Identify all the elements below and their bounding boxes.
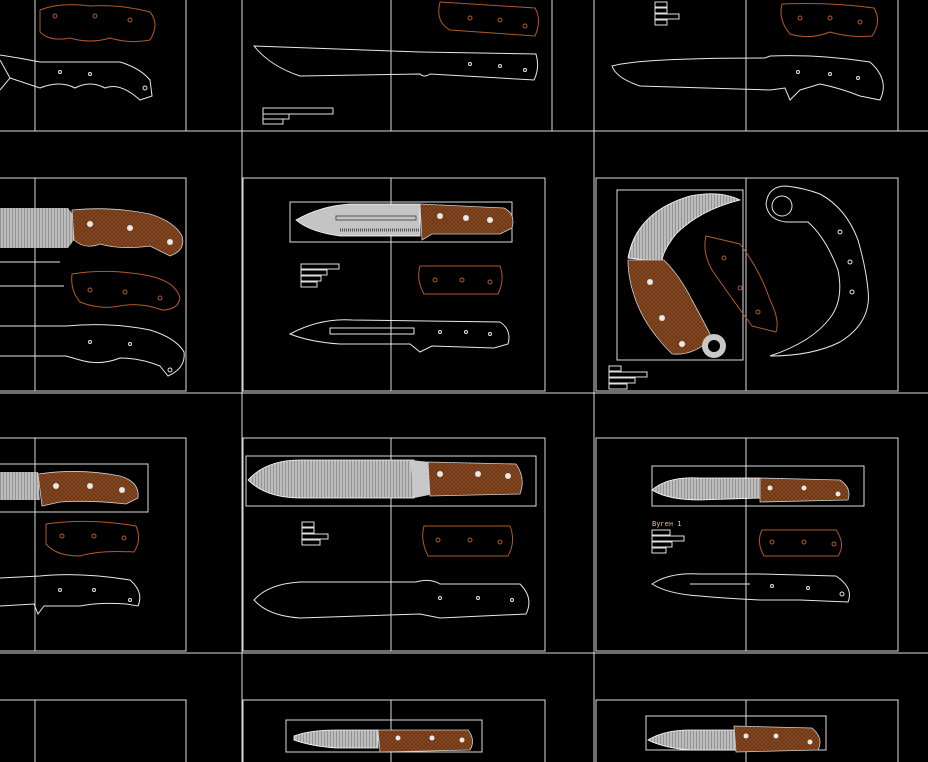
sheet-r1c1[interactable] [242,177,546,392]
sheet-r3c2[interactable] [595,699,899,762]
knife-profile-r2c0 [0,574,141,616]
handle-scale-r2c0 [45,520,140,557]
title-block-r2c2 [651,529,685,554]
title-block-r0c1 [262,107,334,125]
blade-r3c1 [293,729,379,749]
title-block-r2c1 [301,521,329,546]
blade-r3c2 [647,729,737,751]
knife-profile-r0c2 [611,55,884,101]
handle-r2c0 [37,471,139,507]
sheet-r2c2[interactable]: Вуген 1 [595,437,899,652]
title-block-r1c1 [300,263,340,288]
sheet-r0c2[interactable] [611,0,899,131]
handle-scale-r0c0 [39,4,156,43]
sheet-r1c0[interactable] [0,177,187,392]
knife-profile-r1c1 [288,319,510,353]
handle-r1c1 [419,203,514,241]
knife-profile-r2c1 [253,579,530,619]
knife-profile-r0c1 [252,45,539,81]
sheet-r3c0[interactable] [0,699,187,762]
knife-profile-r0c0 [0,54,153,101]
blade-hatched-r1c0 [0,208,74,248]
handle-r2c1 [427,461,523,497]
sheet-r2c1[interactable] [242,437,546,652]
sheet-r0c0[interactable] [0,0,187,131]
karambit-profile [765,185,869,357]
bolster-r2c1 [410,460,434,498]
sheet-r3c1[interactable] [242,699,546,762]
blade-r2c1 [247,459,415,499]
title-block-r1c2 [608,365,648,390]
blade-hatched-r2c0 [0,472,40,500]
knife-profile-r2c2 [651,573,850,603]
title-block-r0c2 [654,1,680,26]
handle-r3c1 [377,729,473,753]
karambit-blade [627,193,742,263]
handle-scale-r1c0 [71,270,181,311]
sheet-r2c0[interactable] [0,437,187,652]
handle-scale-r0c1 [438,1,539,37]
karambit-handle [627,259,713,355]
handle-r3c2 [733,725,821,753]
handle-scale-r2c1 [422,525,514,557]
handle-scale-r1c1 [418,265,503,295]
sheet-r1c2[interactable] [595,177,899,392]
blade-r2c2 [651,477,761,501]
karambit-scale [704,235,778,333]
sheet-label-r2c2: Вуген 1 [652,520,682,528]
handle-scale-r2c2 [758,529,842,557]
handle-scale-r0c2 [780,3,878,38]
sheet-r0c1[interactable] [252,0,553,131]
handle-r1c0 [71,208,184,257]
knife-profile-r1c0 [0,324,185,377]
